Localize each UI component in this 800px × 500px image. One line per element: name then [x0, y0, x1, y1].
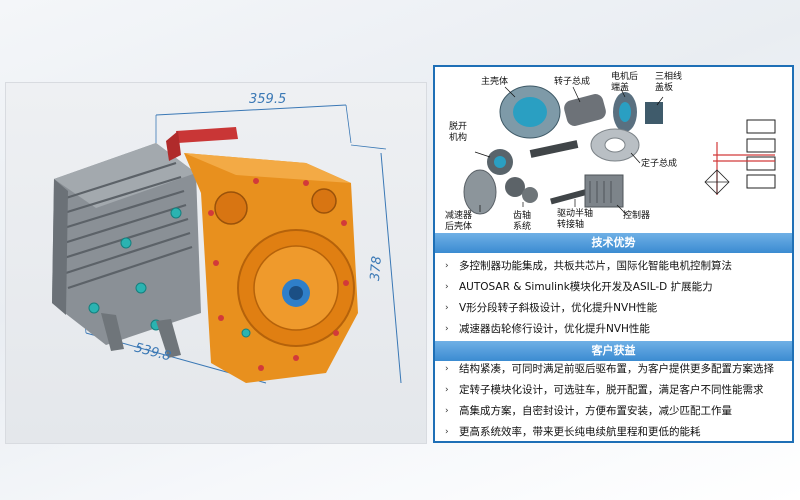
label-three-phase-cover-1: 三相线 — [655, 72, 683, 82]
tech-advantages-list: › 多控制器功能集成，共板共芯片，国际化智能电机控制算法 › AUTOSAR & S… — [445, 256, 790, 340]
tech-item: › AUTOSAR & Simulink模块化开发及ASIL-D 扩展能力 — [445, 277, 790, 298]
benefit-item-text: 定转子模块化设计，可选驻车，脱开配置，满足客户不同性能需求 — [459, 384, 764, 396]
benefit-item-text: 结构紧凑，可同时满足前驱后驱布置，为客户提供更多配置方案选择 — [459, 363, 774, 375]
label-rotor-assembly: 转子总成 — [554, 77, 591, 87]
exploded-view-illustration — [463, 85, 776, 216]
benefit-item-text: 高集成方案，自密封设计，方便布置安装，减少匹配工作量 — [459, 405, 732, 417]
chevron-right-icon: › — [445, 261, 449, 271]
label-disconnect-2: 机构 — [449, 133, 468, 143]
label-main-housing: 主壳体 — [481, 77, 509, 87]
dimension-height: 378 — [367, 255, 385, 282]
chevron-right-icon: › — [445, 282, 449, 292]
label-reducer-rear-2: 后壳体 — [445, 222, 473, 232]
chevron-right-icon: › — [445, 427, 449, 437]
chevron-right-icon: › — [445, 406, 449, 416]
chevron-right-icon: › — [445, 303, 449, 313]
exploded-view-diagram: 主壳体 转子总成 电机后 端盖 三相线 盖板 脱开 机构 定子总成 减速器 后壳… — [435, 67, 792, 233]
cad-render-panel: 359.5 378 539.8 — [5, 82, 427, 444]
label-controller: 控制器 — [623, 211, 651, 221]
chevron-right-icon: › — [445, 385, 449, 395]
label-drive-shaft-1: 驱动半轴 — [557, 209, 594, 219]
benefit-item: › 更高系统效率，带来更长纯电续航里程和更低的能耗 — [445, 422, 790, 443]
label-reducer-rear-1: 减速器 — [445, 211, 473, 221]
customer-benefits-header: 客户获益 — [435, 341, 792, 361]
chevron-right-icon: › — [445, 324, 449, 334]
customer-benefits-list: › 结构紧凑，可同时满足前驱后驱布置，为客户提供更多配置方案选择 › 定转子模块化设… — [445, 359, 790, 443]
benefit-item: › 定转子模块化设计，可选驻车，脱开配置，满足客户不同性能需求 — [445, 380, 790, 401]
edrive-cad-illustration — [52, 104, 402, 384]
info-panel: 主壳体 转子总成 电机后 端盖 三相线 盖板 脱开 机构 定子总成 减速器 后壳… — [433, 65, 794, 443]
tech-item: › V形分段转子斜极设计，优化提升NVH性能 — [445, 298, 790, 319]
label-disconnect-1: 脱开 — [449, 122, 468, 132]
tech-item-text: 减速器齿轮修行设计，优化提升NVH性能 — [459, 323, 650, 335]
label-motor-rear-cover-2: 端盖 — [611, 83, 630, 93]
label-stator-assembly: 定子总成 — [641, 159, 678, 169]
label-drive-shaft-2: 转接轴 — [557, 220, 585, 230]
tech-item-text: AUTOSAR & Simulink模块化开发及ASIL-D 扩展能力 — [459, 281, 713, 293]
tech-item: › 减速器齿轮修行设计，优化提升NVH性能 — [445, 319, 790, 340]
tech-item-text: V形分段转子斜极设计，优化提升NVH性能 — [459, 302, 658, 314]
label-gear-system-1: 齿轴 — [513, 211, 532, 221]
benefit-item: › 结构紧凑，可同时满足前驱后驱布置，为客户提供更多配置方案选择 — [445, 359, 790, 380]
label-three-phase-cover-2: 盖板 — [655, 83, 674, 93]
label-gear-system-2: 系统 — [513, 222, 532, 232]
label-motor-rear-cover-1: 电机后 — [611, 72, 639, 82]
tech-item-text: 多控制器功能集成，共板共芯片，国际化智能电机控制算法 — [459, 260, 732, 272]
dimension-width: 359.5 — [249, 92, 287, 107]
tech-advantages-header: 技术优势 — [435, 233, 792, 253]
tech-item: › 多控制器功能集成，共板共芯片，国际化智能电机控制算法 — [445, 256, 790, 277]
benefit-item: › 高集成方案，自密封设计，方便布置安装，减少匹配工作量 — [445, 401, 790, 422]
benefit-item-text: 更高系统效率，带来更长纯电续航里程和更低的能耗 — [459, 426, 701, 438]
chevron-right-icon: › — [445, 364, 449, 374]
